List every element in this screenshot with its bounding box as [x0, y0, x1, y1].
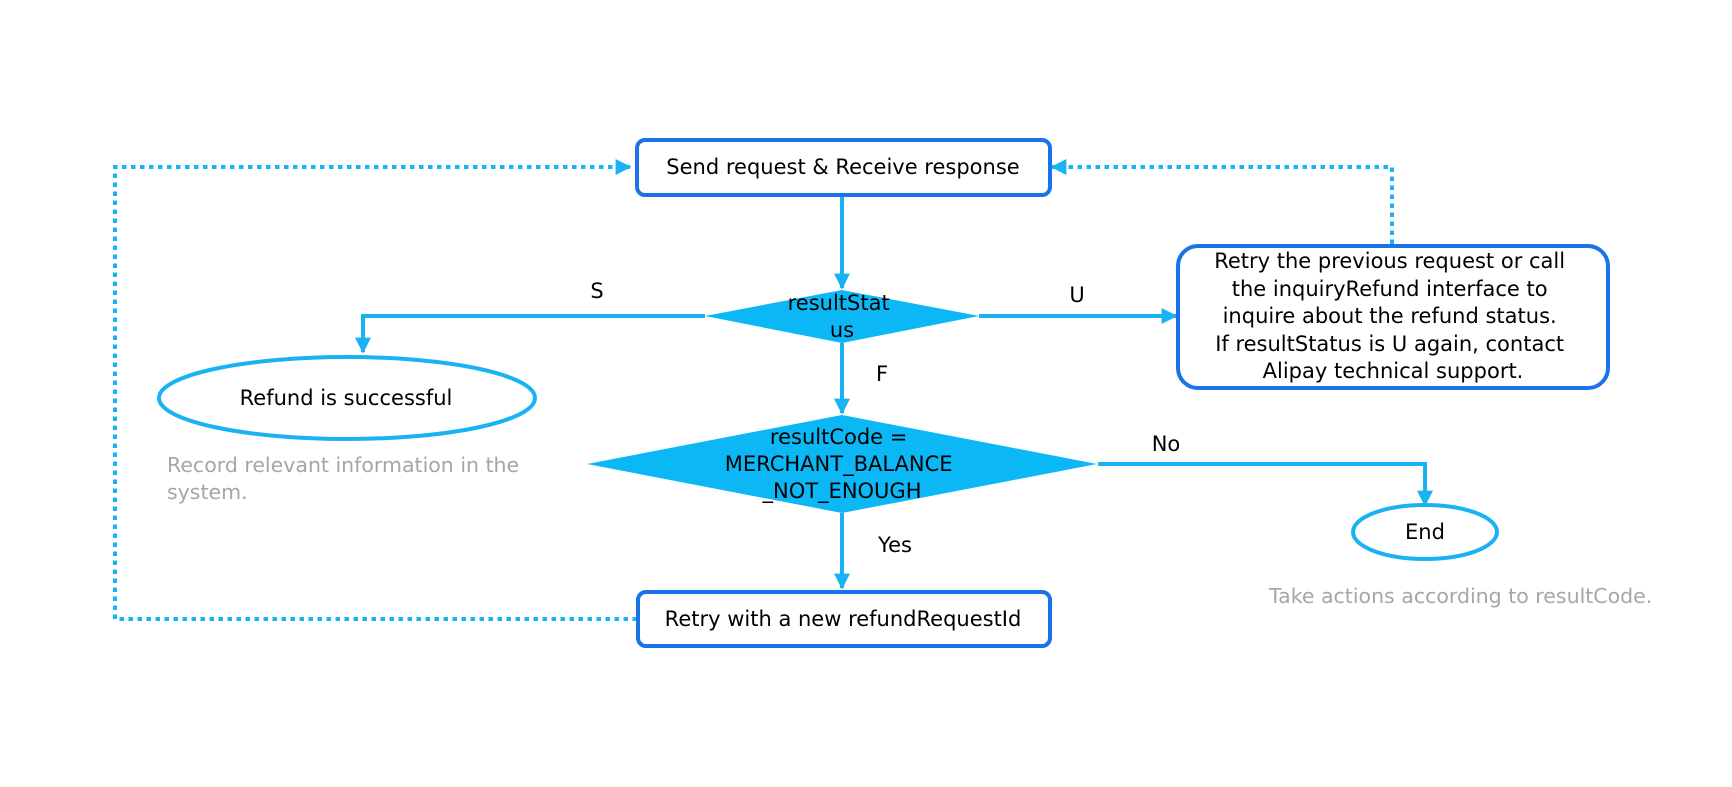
result-status-diamond [705, 290, 979, 343]
end-node: End [1351, 503, 1499, 561]
retry-or-inquire-node: Retry the previous request or call the i… [1176, 244, 1610, 390]
result-code-line: resultCode = [770, 425, 907, 449]
retry-new-id-label: Retry with a new refundRequestId [665, 607, 1022, 631]
note-record-info-line: system. [167, 480, 248, 504]
result-status-label: resultStat us [788, 291, 897, 342]
result-status-decision: resultStat us [705, 290, 979, 343]
edge-label-yes: Yes [877, 533, 912, 557]
edge-label-u: U [1069, 283, 1084, 307]
note-record-info: Record relevant information in the syste… [167, 453, 526, 504]
result-code-decision: resultCode = MERCHANT_BALANCE _NOT_ENOUG… [587, 415, 1097, 513]
result-status-line: us [830, 318, 854, 342]
edge-label-no: No [1152, 432, 1181, 456]
refund-successful-label: Refund is successful [240, 386, 453, 410]
edge-retry-loop-left [113, 159, 637, 621]
retry-or-inquire-line: inquire about the refund status. [1223, 304, 1557, 328]
note-record-info-line: Record relevant information in the [167, 453, 519, 477]
result-code-line: _NOT_ENOUGH [761, 479, 921, 504]
result-status-line: resultStat [788, 291, 890, 315]
note-take-actions: Take actions according to resultCode. [1268, 584, 1652, 608]
retry-or-inquire-line: the inquiryRefund interface to [1232, 277, 1548, 301]
retry-or-inquire-label: Retry the previous request or call the i… [1214, 249, 1572, 383]
retry-new-id-node: Retry with a new refundRequestId [636, 590, 1052, 648]
retry-or-inquire-line: Retry the previous request or call [1214, 249, 1565, 273]
end-label: End [1405, 520, 1445, 544]
edge-label-f: F [876, 362, 888, 386]
retry-new-id-box [636, 590, 1052, 648]
result-code-line: MERCHANT_BALANCE [725, 452, 953, 477]
retry-or-inquire-line: If resultStatus is U again, contact [1215, 332, 1564, 356]
edge-retry-loop-right [1050, 159, 1394, 244]
send-request-node: Send request & Receive response [635, 138, 1052, 197]
edge-resultcode-no-to-end [1098, 462, 1433, 507]
edge-status-s-to-success [355, 314, 705, 354]
retry-or-inquire-line: Alipay technical support. [1263, 359, 1524, 383]
retry-or-inquire-box [1176, 244, 1610, 390]
refund-successful-ellipse [157, 355, 537, 441]
send-request-box [635, 138, 1052, 197]
connectors [113, 159, 1433, 621]
result-code-diamond [587, 415, 1097, 513]
refund-successful-node: Refund is successful [157, 355, 537, 441]
send-request-label: Send request & Receive response [666, 155, 1019, 179]
end-ellipse [1351, 503, 1499, 561]
edge-label-s: S [590, 279, 603, 303]
result-code-label: resultCode = MERCHANT_BALANCE _NOT_ENOUG… [725, 425, 959, 504]
